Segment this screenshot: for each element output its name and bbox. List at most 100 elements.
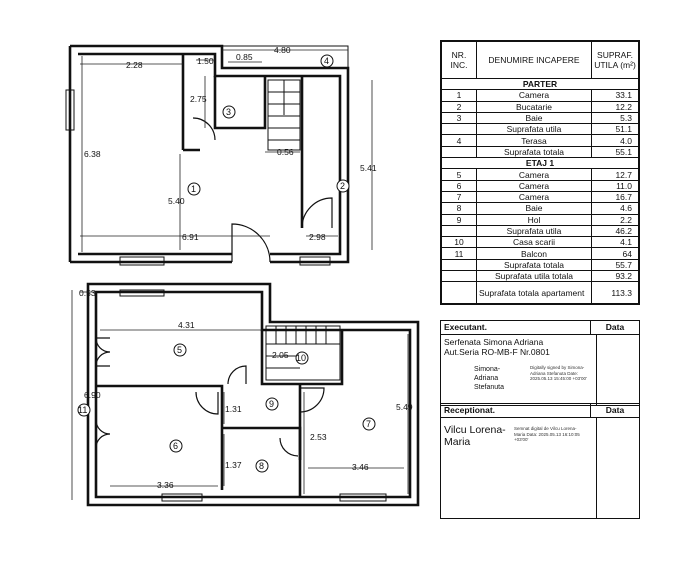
upper-balcony-door-1 xyxy=(95,337,111,367)
dim-ground-bath-h: 2.75 xyxy=(190,94,207,104)
room-area: 12.7 xyxy=(591,168,639,181)
dim-ground-stair-w: 0.85 xyxy=(236,52,253,62)
room-number-5: 5 xyxy=(177,345,182,355)
room-nr: 3 xyxy=(441,111,477,125)
room-area: 11.0 xyxy=(591,179,639,192)
executant-name: Serfenata Simona Adriana xyxy=(444,337,544,347)
room-name: Suprafata utila totala xyxy=(476,270,592,283)
room-marker-7 xyxy=(362,417,376,431)
ground-window-1 xyxy=(119,256,165,266)
room-area: 2.2 xyxy=(591,213,639,226)
room-marker-1 xyxy=(187,182,201,196)
room-nr: 2 xyxy=(441,100,477,113)
room-area: 4.6 xyxy=(591,202,639,215)
dim-ground-hall-w: 0.56 xyxy=(277,147,294,157)
room-area: 33.1 xyxy=(591,89,639,102)
room-name: Suprafata totala xyxy=(476,258,592,272)
room-area: 16.7 xyxy=(591,190,639,204)
room-nr: 1 xyxy=(441,89,477,102)
dim-upper-offset: 0.53 xyxy=(79,288,96,298)
room-name: Camera xyxy=(476,190,592,204)
room-name: Suprafata totala apartament xyxy=(476,281,592,305)
receptionat-block: Receptionat. Data Vilcu Lorena- Maria Se… xyxy=(440,403,640,519)
room-area: 4.0 xyxy=(591,134,639,147)
header-area: SUPRAF. UTILA (m²) xyxy=(591,41,639,79)
ground-kitchen-door xyxy=(301,197,333,229)
ground-outer-wall xyxy=(70,44,350,264)
dim-upper-height-left: 6.90 xyxy=(84,390,101,400)
floor-plans: 4.80 2.28 1.50 0.85 2.75 6.38 5.40 6.91 … xyxy=(65,44,420,507)
room-nr: 11 xyxy=(441,247,477,260)
room-number-3: 3 xyxy=(226,107,231,117)
upper-room5-door xyxy=(227,365,247,385)
executant-digital-signature: Digitally signed by Simona-Adriana Stefa… xyxy=(530,365,587,381)
room-name: Camera xyxy=(476,168,592,181)
room-number-4: 4 xyxy=(324,56,329,66)
receptionat-digital-signature: Semnat digital de Vilcu Lorena-Maria Dat… xyxy=(514,426,580,442)
room-name: Suprafata utila xyxy=(476,224,592,238)
room-area: 4.1 xyxy=(591,236,639,249)
executant-label: Executant. xyxy=(441,321,591,334)
ground-inner-wall xyxy=(78,52,342,256)
room-area: 46.2 xyxy=(591,224,639,238)
room-nr xyxy=(441,123,477,136)
ground-dimensions xyxy=(80,49,373,252)
room-number-2: 2 xyxy=(340,181,345,191)
room-name: Baie xyxy=(476,111,592,125)
room-nr xyxy=(441,145,477,159)
receptionat-label: Receptionat. xyxy=(441,404,591,417)
dim-ground-left-top: 2.28 xyxy=(126,60,143,70)
room-marker-11 xyxy=(77,403,91,417)
dim-ground-bottom-right: 2.98 xyxy=(309,232,326,242)
room-area: 64 xyxy=(591,247,639,260)
upper-stairs xyxy=(265,325,341,381)
room-nr: 5 xyxy=(441,168,477,181)
room-marker-8 xyxy=(255,459,269,473)
room-number-6: 6 xyxy=(173,441,178,451)
dim-upper-bath-h: 1.37 xyxy=(225,460,242,470)
room-nr: 10 xyxy=(441,236,477,249)
dim-upper-room7-w: 3.46 xyxy=(352,462,369,472)
upper-dimensions xyxy=(71,290,409,500)
header-nr: NR. INC. xyxy=(441,41,477,79)
table-section-row: ETAJ 1 xyxy=(441,157,639,170)
room-name: Hol xyxy=(476,213,592,226)
section-title: ETAJ 1 xyxy=(441,157,639,170)
dim-ground-right-h: 5.41 xyxy=(360,163,377,173)
room-marker-6 xyxy=(169,439,183,453)
upper-window-3 xyxy=(161,493,203,502)
upper-room6-door xyxy=(195,391,219,415)
room-marker-10 xyxy=(295,351,309,365)
upper-hall-wall xyxy=(260,330,302,460)
header-name: DENUMIRE INCAPERE xyxy=(476,41,592,79)
room-nr: 8 xyxy=(441,202,477,215)
room-number-9: 9 xyxy=(269,399,274,409)
room-nr xyxy=(441,224,477,238)
room-marker-4 xyxy=(320,54,334,68)
room-nr xyxy=(441,270,477,283)
dim-ground-room1-h: 5.40 xyxy=(168,196,185,206)
room-name: Baie xyxy=(476,202,592,215)
room-area: 55.7 xyxy=(591,258,639,272)
room-area: 55.1 xyxy=(591,145,639,159)
upper-window-2 xyxy=(339,493,387,502)
dim-ground-bottom-w: 6.91 xyxy=(182,232,199,242)
upper-floor-plan: 0.53 4.31 6.90 2.05 1.31 1.37 3.36 5.49 … xyxy=(71,282,420,507)
room-marker-3 xyxy=(222,105,236,119)
room-area: 12.2 xyxy=(591,100,639,113)
dim-upper-room6-w: 3.36 xyxy=(157,480,174,490)
upper-room5-wall xyxy=(96,384,224,426)
executant-authorization: Aut.Seria RO-MB-F Nr.0801 xyxy=(444,347,550,357)
